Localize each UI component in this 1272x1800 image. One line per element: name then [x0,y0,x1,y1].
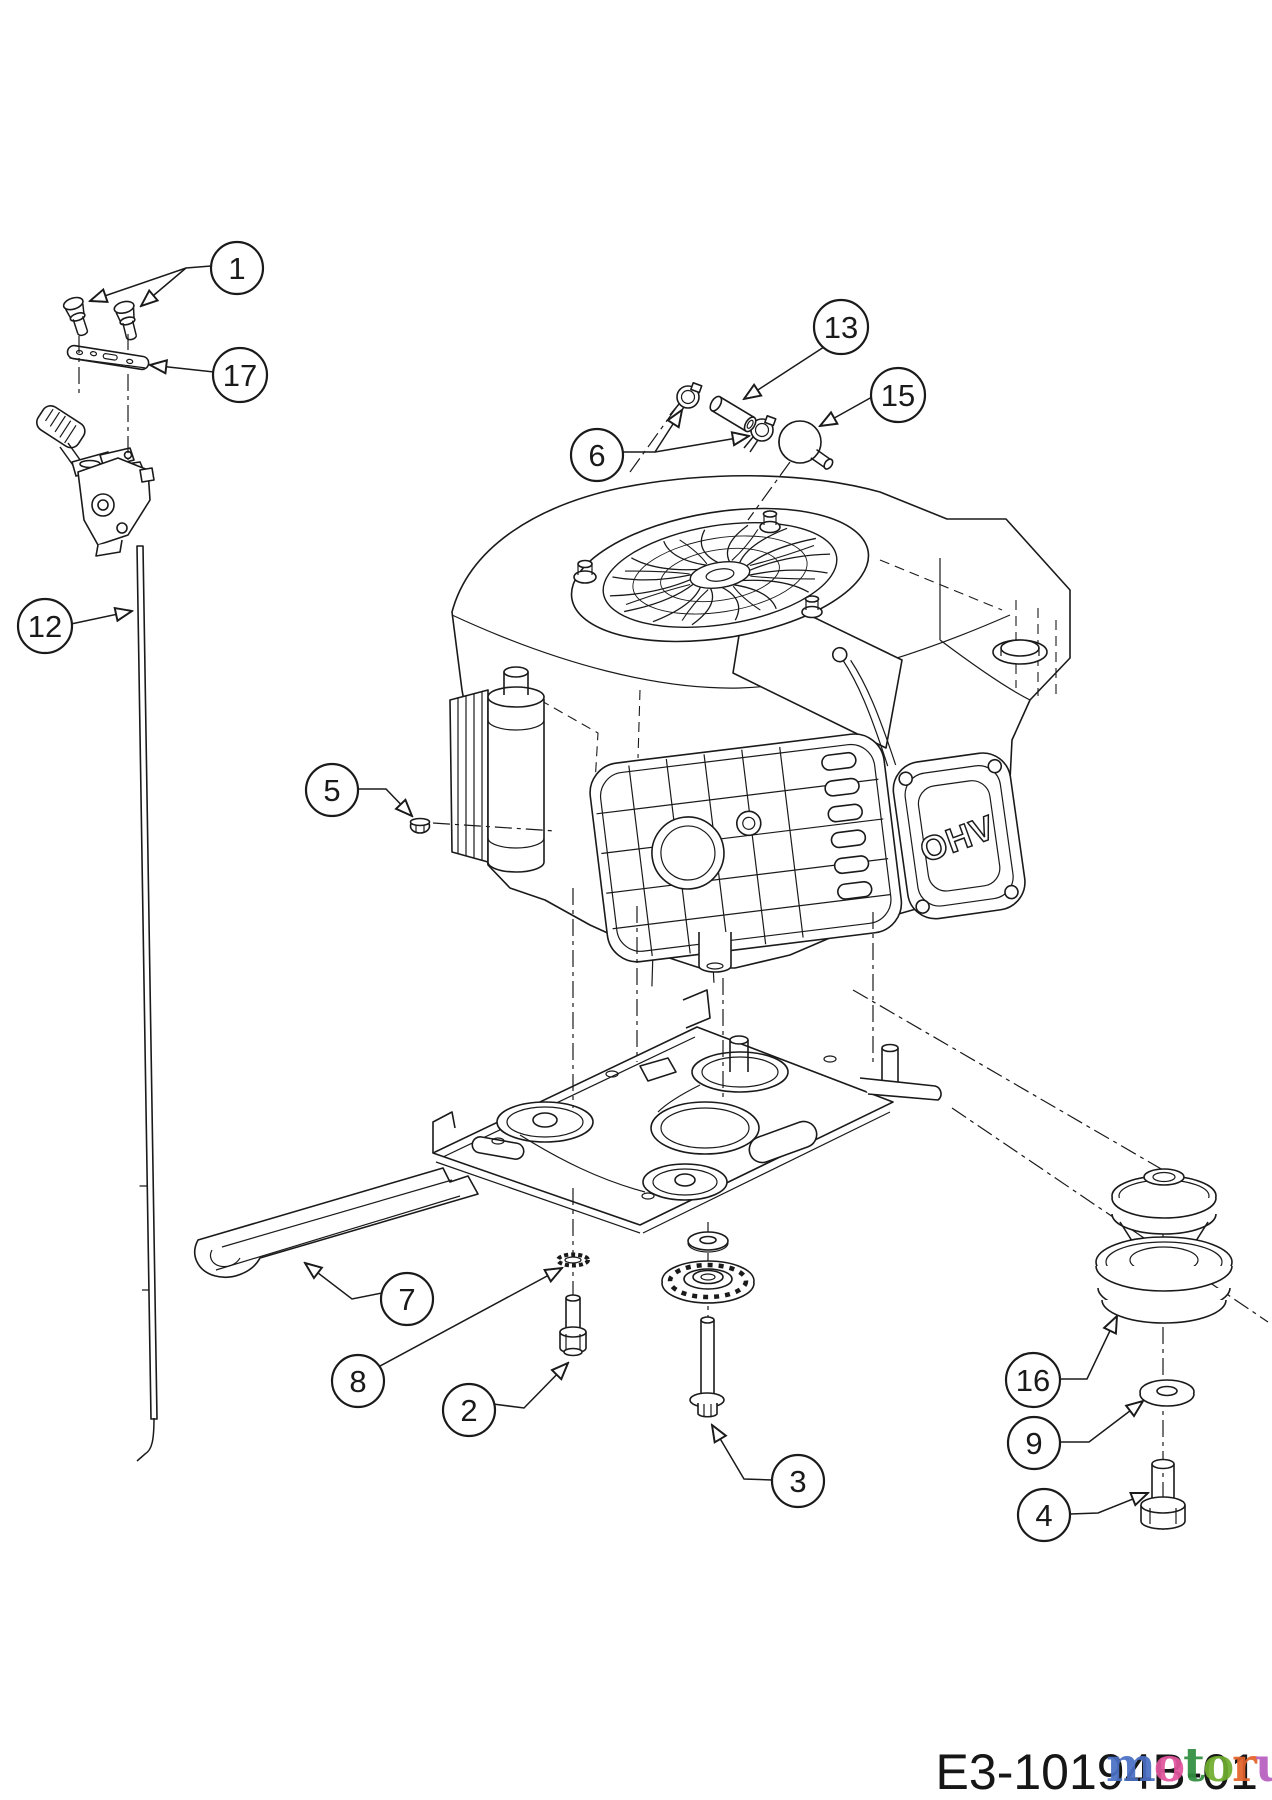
washer-part-9 [1139,1379,1195,1407]
svg-text:6: 6 [588,438,605,473]
svg-text:12: 12 [28,609,62,644]
callout-8: 8 [330,1353,386,1409]
shroud-bolt [759,510,781,534]
shroud-bolt [801,595,823,619]
svg-text:5: 5 [323,773,340,808]
engine-mounting-plate [432,989,942,1234]
callout-15: 15 [869,366,927,424]
fuel-tank [939,558,1057,701]
projection-centerlines [78,334,1269,1530]
svg-text:9: 9 [1025,1426,1042,1461]
svg-text:13: 13 [824,310,858,345]
fuel-filter-part-15 [778,420,834,470]
svg-text:4: 4 [1035,1498,1052,1533]
nut-part-5 [409,817,431,834]
watermark-letter: o [1153,1738,1185,1793]
cooling-fan [562,489,878,660]
diagram-part-code: E3-10194B-01 [936,1744,1258,1800]
svg-text:8: 8 [349,1364,366,1399]
watermark-letter: o [1202,1738,1234,1793]
svg-text:16: 16 [1016,1363,1050,1398]
callout-12: 12 [16,597,74,655]
bolt-part-3 [689,1316,725,1418]
svg-text:1: 1 [228,251,245,286]
callout-17: 17 [211,346,269,404]
valve-cover: OHV [831,646,1026,920]
idler-pulley [661,1260,755,1304]
watermark-letter: r [1232,1738,1257,1793]
watermark-letter: u [1255,1738,1272,1793]
watermark-letter: t [1183,1738,1205,1793]
watermark-motoruf: motoruf.de [1106,1738,1272,1793]
watermark-letter: m [1106,1738,1156,1793]
lock-washer-part-8 [556,1252,590,1268]
double-pulley-part-16 [1095,1168,1233,1324]
spacer-part-13 [709,395,757,433]
svg-text:2: 2 [460,1393,477,1428]
leader-lines [70,265,1148,1515]
callout-5: 5 [304,762,360,818]
callout-4: 4 [1016,1487,1072,1543]
svg-text:15: 15 [881,378,915,413]
crankshaft-stub [698,932,732,973]
throttle-rod [136,545,158,1462]
shroud-bolt [573,559,597,584]
shoulder-bolt-part-2 [559,1294,587,1357]
svg-text:17: 17 [223,358,257,393]
engine-illustration: OHV [449,474,1071,987]
washer-above-idler [687,1231,729,1253]
callout-16: 16 [1004,1351,1062,1409]
svg-text:3: 3 [789,1464,806,1499]
callout-2: 2 [441,1382,497,1438]
callout-6: 6 [569,427,625,483]
screws-part-1 [62,296,137,341]
bracket-part-17 [66,344,150,371]
throttle-control-assembly [35,404,158,1462]
starter-motor [449,666,545,873]
chute-part-7 [194,1167,479,1279]
callout-9: 9 [1006,1415,1062,1471]
muffler-guard [589,733,903,987]
callout-13: 13 [812,298,870,356]
throttle-handle [35,404,86,449]
svg-text:7: 7 [398,1282,415,1317]
callout-7: 7 [379,1271,435,1327]
callout-3: 3 [770,1453,826,1509]
callout-1: 1 [209,240,265,296]
